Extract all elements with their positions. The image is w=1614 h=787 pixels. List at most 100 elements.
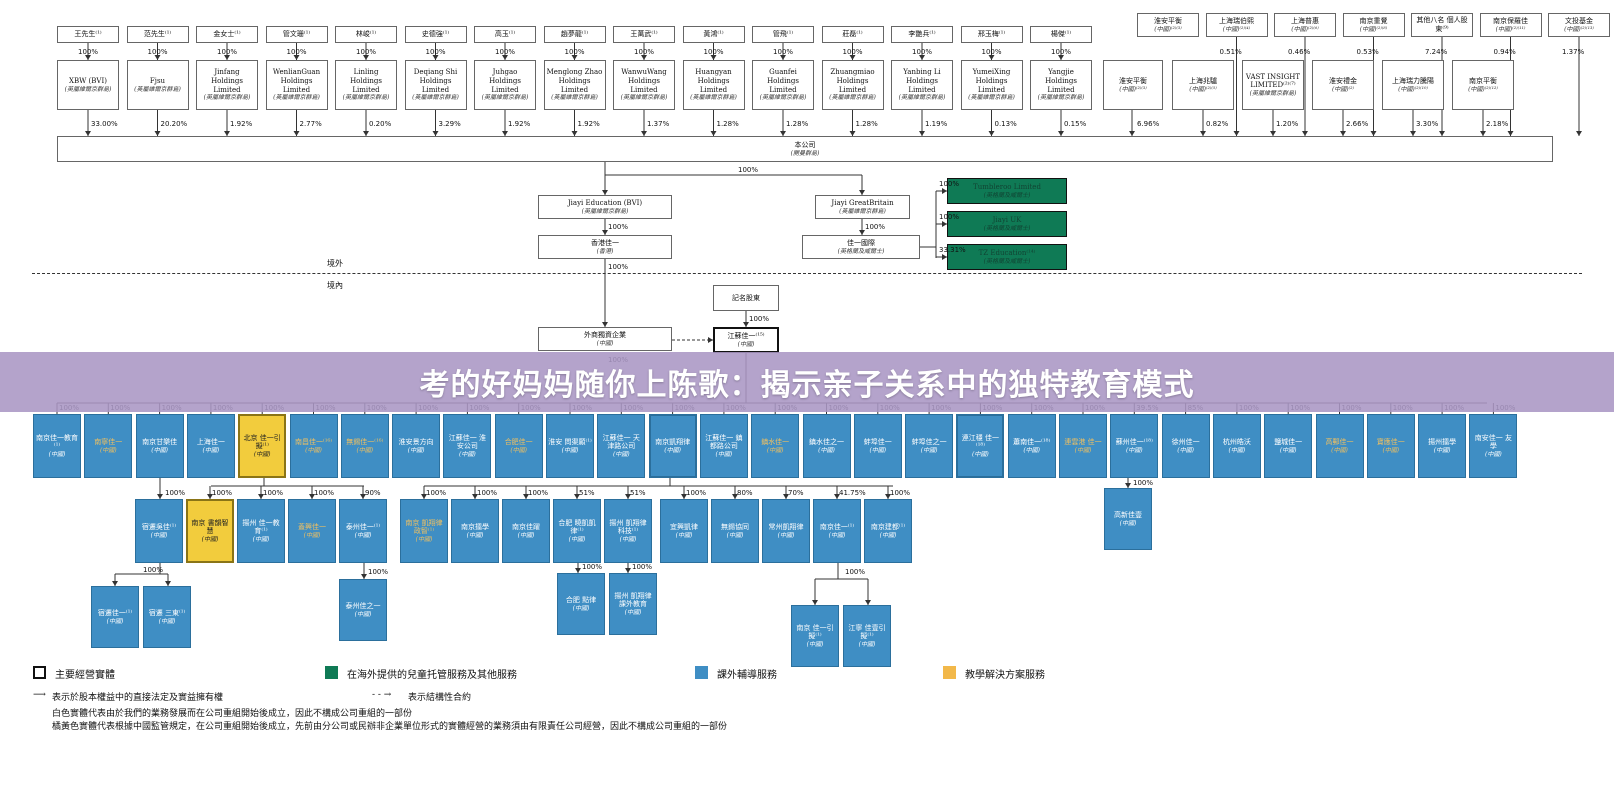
entity-name: Jiayi GreatBritain <box>831 198 894 207</box>
ownership-percent: 100% <box>632 563 653 571</box>
entity-name: VAST INSIGHT LIMITED⁽²⁾⁽⁷⁾ <box>1245 72 1301 90</box>
ownership-percent: 41.75% <box>839 489 866 497</box>
ownership-percent: 0.53% <box>1356 48 1379 56</box>
ownership-percent: 100% <box>1051 48 1072 56</box>
arrow-solid-symbol: ⟶ <box>33 690 46 700</box>
entity-name: 南京建都⁽¹⁾ <box>870 522 906 531</box>
entity-name: Zhuangmiao Holdings Limited <box>830 68 875 94</box>
arrow-head <box>710 55 717 60</box>
entity-name: 宜興凱律 <box>670 522 698 531</box>
entity-name: 南京擂學 <box>461 522 489 531</box>
ownership-percent: 2.66% <box>1346 120 1369 128</box>
level1-entity-box: 南安佳一 友學(中國) <box>1469 414 1518 478</box>
ownership-percent: 100% <box>495 48 516 56</box>
entity-name: 蚌埠佳一 <box>863 437 892 446</box>
arrow-head <box>625 494 631 499</box>
ownership-percent: 0.51% <box>1219 48 1242 56</box>
ownership-percent: 1.20% <box>1276 120 1299 128</box>
arrow-head <box>602 322 608 327</box>
level2-entity-box: 宜興凱律(中國) <box>660 499 708 563</box>
entity-name: 范先生⁽¹⁾ <box>143 30 172 39</box>
investor-box: 上海普惠(中國)⁽²⁾⁽⁶⁾ <box>1274 13 1336 37</box>
arrow-head <box>85 55 91 60</box>
entity-jurisdiction: (英屬維爾京群島) <box>1037 94 1085 102</box>
note-line-1: 白色實體代表由於我們的業務發展而在公司重組開始後成立，因此不構成公司重組的一部份 <box>52 709 413 719</box>
level2-entity-box: 宿遷吳佳⁽¹⁾(中國) <box>135 499 183 563</box>
arrow-head <box>919 55 925 60</box>
offshore-box: Jiayi GreatBritain(英屬維爾京群島) <box>815 195 910 219</box>
entity-name: 淮安平衡 <box>1154 16 1182 25</box>
entity-jurisdiction: (中國) <box>1433 446 1451 454</box>
entity-jurisdiction: (中國) <box>715 451 733 458</box>
entity-name: 上海瑞伯熙 <box>1219 16 1254 25</box>
investor-box: 其他八名 個人股東⁽⁹⁾ <box>1411 13 1473 37</box>
entity-jurisdiction: (中國) <box>920 446 938 454</box>
entity-name: 鹽城佳一 <box>1274 437 1303 446</box>
entity-name: Jiayi Education (BVI) <box>567 198 643 207</box>
entity-name: 鎮水佳一 <box>761 437 790 446</box>
entity-jurisdiction: (英屬維爾京群島) <box>620 94 668 102</box>
entity-name: 南安佳一 友學 <box>1474 433 1512 451</box>
level1-entity-box: 鹽城佳一(中國) <box>1264 414 1313 478</box>
holding-company-box: Deqiang Shi Holdings Limited(英屬維爾京群島) <box>404 60 467 110</box>
level3-entity-box: 江寧 佳壹引擬⁽¹⁾(中國) <box>843 605 891 667</box>
company-box: 本公司(開曼群島) <box>57 136 1553 162</box>
arrow-head <box>363 131 369 136</box>
entity-jurisdiction: (中國) <box>664 446 681 454</box>
arrow-head <box>523 494 529 499</box>
level1-entity-box: 連雲港 佳一(中國) <box>1059 414 1107 478</box>
entity-jurisdiction: (中國) <box>1119 519 1137 527</box>
arrow-head <box>1340 131 1346 136</box>
level1-entity-box: 蚌埠佳一(中國) <box>853 414 902 478</box>
ownership-percent: 1.19% <box>925 120 948 128</box>
ownership-percent: 1.92% <box>508 120 531 128</box>
entity-name: WanwuWang Holdings Limited <box>621 68 667 94</box>
ownership-percent: 100% <box>890 489 911 497</box>
holding-company-box: Yangjie Holdings Limited(英屬維爾京群島) <box>1030 60 1092 110</box>
entity-name: 泰州佳之一 <box>345 601 381 610</box>
entity-name: 李艷兵⁽¹⁾ <box>908 30 936 39</box>
ownership-percent: 2.18% <box>1486 120 1509 128</box>
shareholder-name-box: 王萬武⁽¹⁾ <box>613 26 675 43</box>
registered-holder-box: 記名股東 <box>713 285 779 311</box>
arrow-head <box>1439 131 1445 136</box>
entity-name: 史德強⁽¹⁾ <box>421 30 450 39</box>
entity-name: 南京保羅佳 <box>1493 16 1528 25</box>
arrow-head <box>780 131 786 136</box>
legend-label: 在海外提供的兒童托管服務及其他服務 <box>347 670 517 681</box>
ownership-percent: 100% <box>477 489 498 497</box>
entity-name: Guanfei Holdings Limited <box>767 68 799 94</box>
ownership-percent: 100% <box>147 48 168 56</box>
entity-name: 上海普惠 <box>1291 16 1319 25</box>
arrow-head <box>1125 483 1131 488</box>
ownership-percent: 100% <box>286 48 307 56</box>
ownership-percent: 1.92% <box>230 120 253 128</box>
investor-entity-box: 上海兆驢(中國)⁽²⁾⁽⁵⁾ <box>1172 60 1234 110</box>
holding-company-box: Fjsu(英屬維爾京群島) <box>126 60 189 110</box>
entity-jurisdiction: (英屬維爾京群島) <box>342 94 390 102</box>
arrow-head <box>812 600 818 605</box>
entity-jurisdiction: (英屬維爾京群島) <box>1249 90 1297 97</box>
ownership-percent: 100% <box>263 489 284 497</box>
entity-jurisdiction: (英屬維爾京群島) <box>690 94 737 102</box>
entity-name: 上海瑞力騰陽 <box>1392 76 1434 85</box>
ownership-percent: 1.92% <box>577 120 600 128</box>
level3-entity-box: 合肥 點律(中國) <box>557 573 605 635</box>
investor-box: 淮安平衡(中國)⁽²⁾⁽³⁾ <box>1137 13 1199 37</box>
ownership-percent: 100% <box>939 180 960 188</box>
holding-company-box: WanwuWang Holdings Limited(英屬維爾京群島) <box>613 60 675 110</box>
entity-jurisdiction: (英屬維爾京群島) <box>839 207 886 215</box>
level2-entity-box: 南京 凱翔律政智⁽¹⁾(中國) <box>400 499 448 563</box>
arrow-head <box>575 568 581 573</box>
entity-jurisdiction: (中國) <box>869 446 887 454</box>
arrow-head <box>1370 131 1377 136</box>
banner-title: 考的好妈妈随你上陈歌：揭示亲子关系中的独特教育模式 <box>419 368 1195 403</box>
entity-name: 蘇州佳一⁽¹⁸⁾ <box>1115 437 1153 446</box>
entity-name: 宿遷 三東⁽¹⁾ <box>148 608 186 617</box>
entity-name: 蚌埠佳之一 <box>911 437 947 446</box>
entity-jurisdiction: (中國)⁽²⁾⁽⁴⁾ <box>1222 25 1251 33</box>
level1-entity-box: 淮安 問渠願⁽¹⁾(中國) <box>546 414 594 478</box>
entity-name: WenlianGuan Holdings Limited <box>272 68 321 94</box>
level1-entity-box: 南京佳一教育⁽¹⁾(中國) <box>33 414 81 478</box>
level3-entity-box: 宿遷佳一⁽¹⁾(中國) <box>91 586 139 648</box>
